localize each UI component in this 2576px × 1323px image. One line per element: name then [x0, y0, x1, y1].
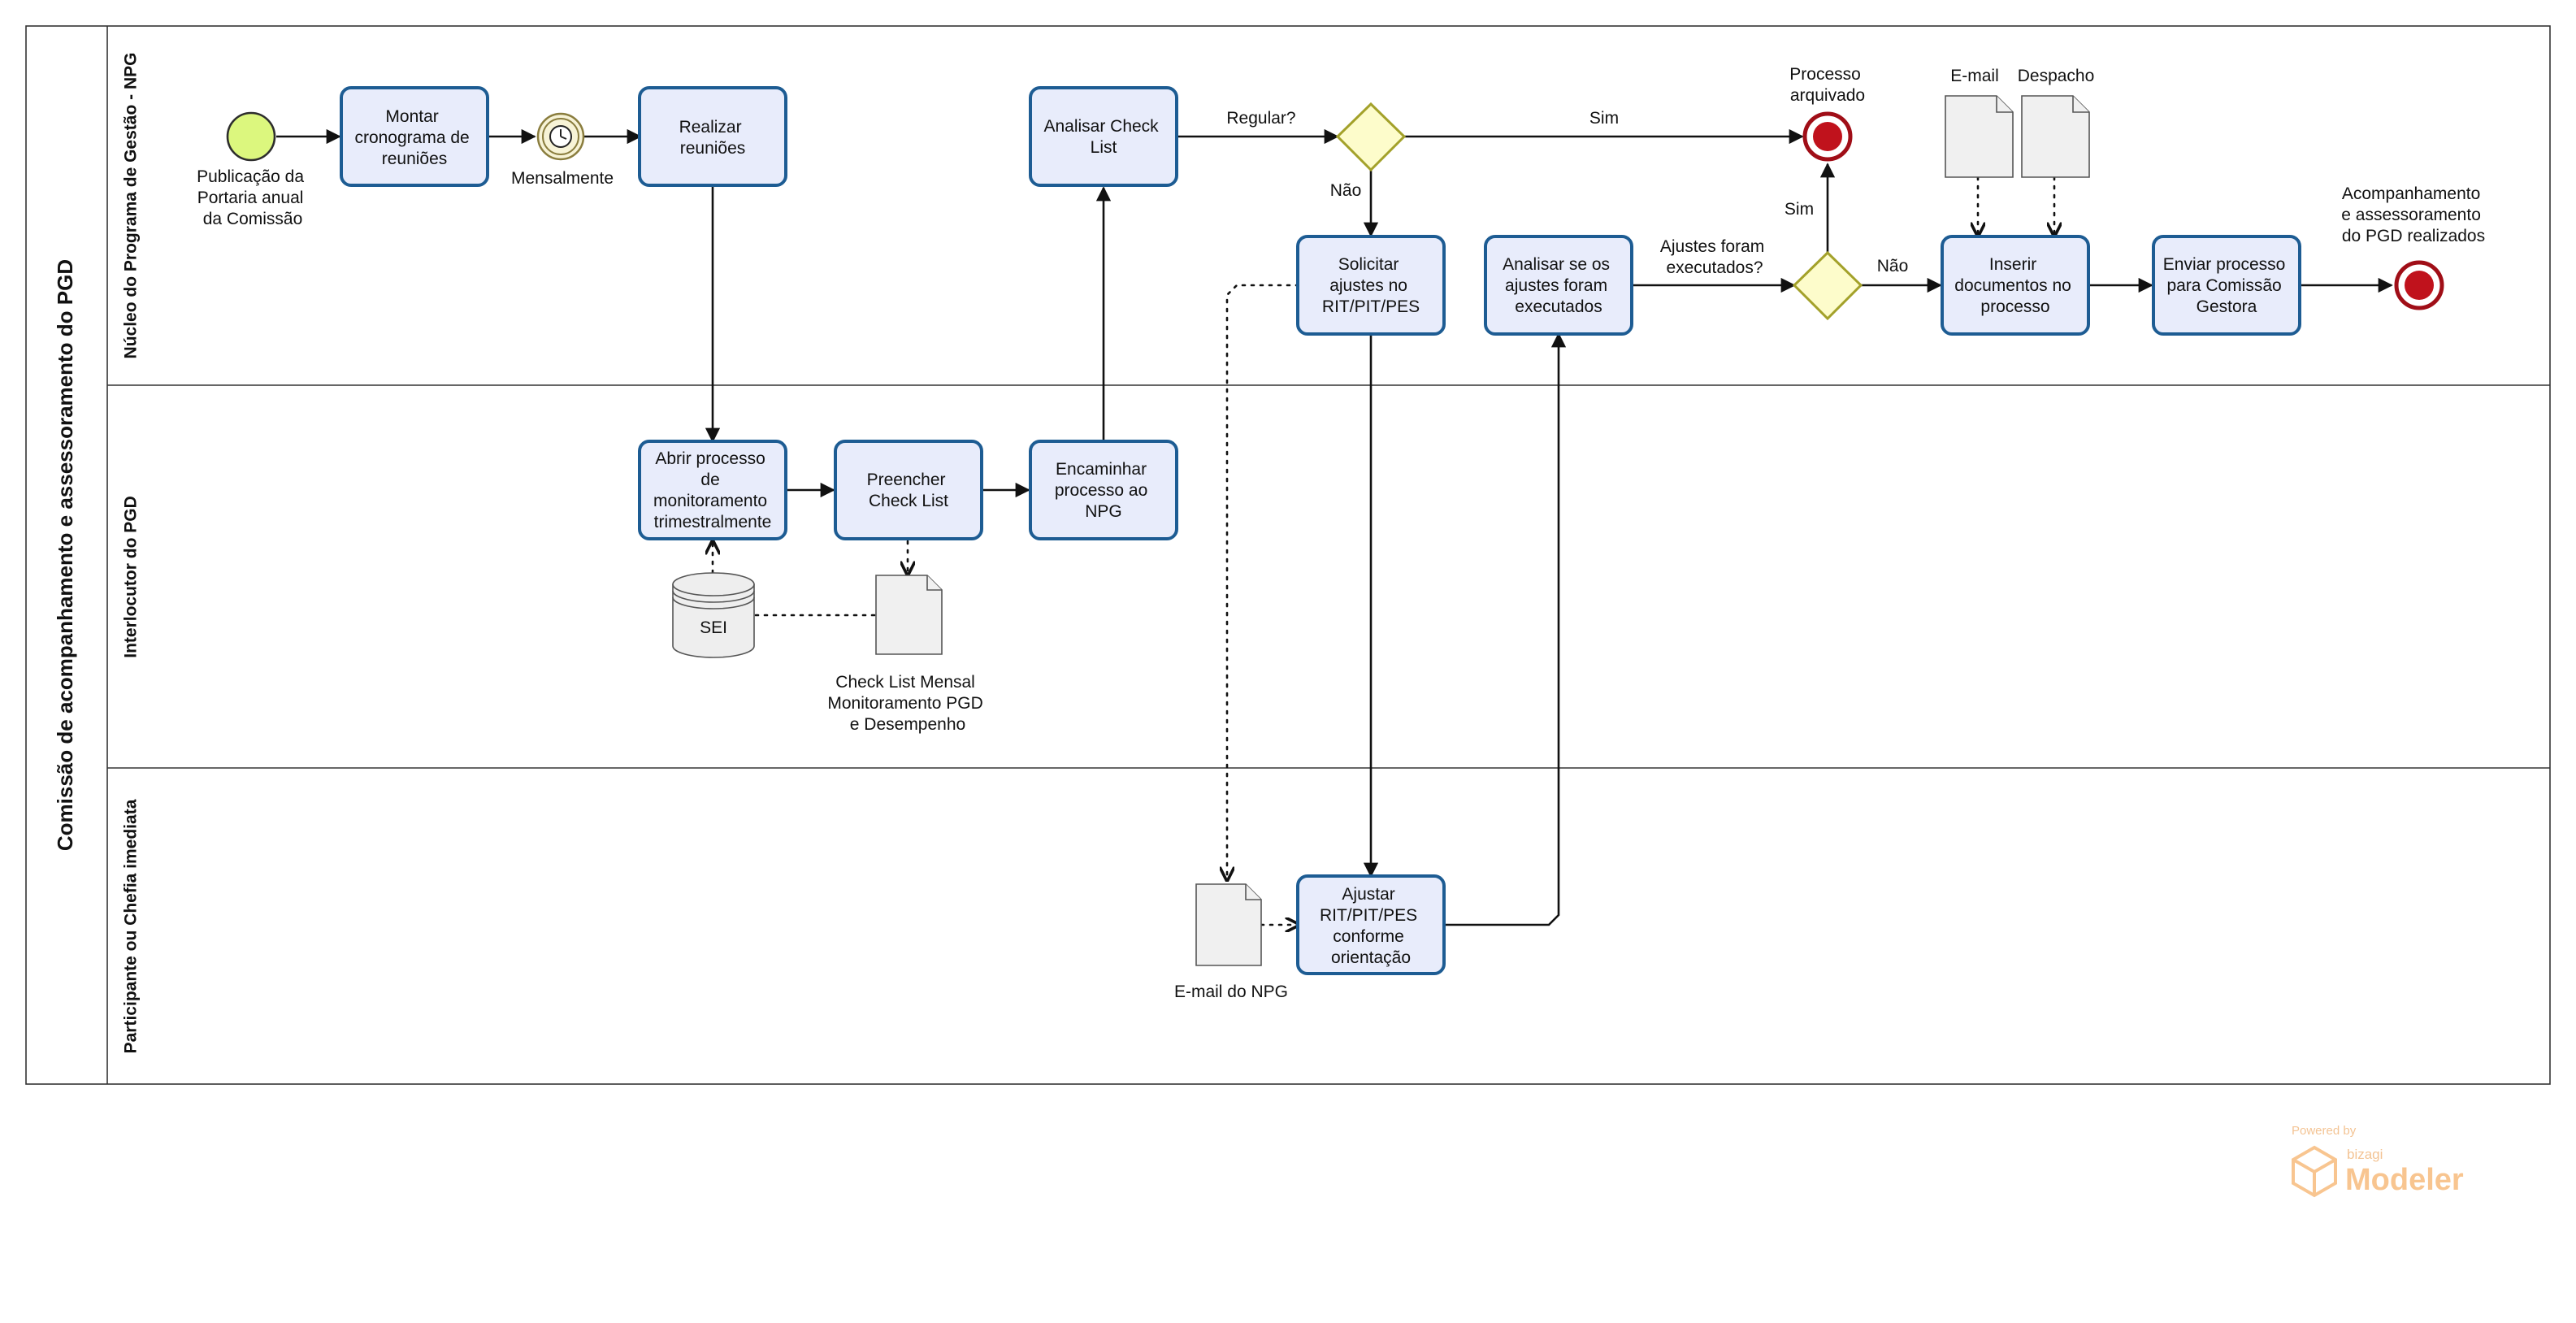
task-label: Ajustar RIT/PIT/PES conforme orientação — [1320, 885, 1422, 967]
task-label: Solicitar ajustes no RIT/PIT/PES — [1322, 255, 1420, 316]
task-label: Realizar reuniões — [679, 118, 747, 158]
start-event-label: Publicação da Portaria anual da Comissão — [197, 167, 309, 228]
sei-data-store[interactable]: SEI — [672, 572, 755, 658]
watermark-brand: bizagi — [2347, 1147, 2383, 1162]
watermark-product: Modeler — [2345, 1163, 2464, 1197]
email-document-label: E-mail — [1950, 67, 1999, 85]
start-event[interactable]: Publicação da Portaria anual da Comissão — [197, 111, 309, 228]
task-abrir-processo[interactable]: Abrir processo de monitoramento trimestr… — [638, 440, 787, 540]
email-document[interactable]: E-mail — [1945, 67, 2014, 178]
end-event-archived-label: Processo arquivado — [1789, 65, 1865, 105]
lane-title-npg: Núcleo do Programa de Gestão - NPG — [122, 53, 141, 359]
sei-data-store-label: SEI — [700, 618, 727, 637]
task-label: Preencher Check List — [867, 471, 951, 510]
gateway-regular-question: Regular? — [1226, 109, 1295, 128]
task-analisar-ajustes[interactable]: Analisar se os ajustes foram executados — [1484, 235, 1633, 336]
lane-title-participante: Participante ou Chefia imediata — [122, 799, 141, 1053]
flow-labels: Sim Não Sim Não — [1330, 109, 1909, 275]
task-label: Abrir processo de monitoramento trimestr… — [653, 449, 772, 531]
flow-label-sim-top: Sim — [1589, 109, 1619, 128]
task-label: Analisar Check List — [1043, 117, 1163, 157]
task-realizar-reunioes[interactable]: Realizar reuniões — [638, 86, 787, 187]
timer-event-label: Mensalmente — [511, 169, 614, 188]
timer-event[interactable]: Mensalmente — [511, 112, 614, 188]
gateway-regular[interactable]: Regular? — [1226, 102, 1407, 172]
checklist-document-label: Check List Mensal Monitoramento PGD e De… — [827, 673, 987, 734]
end-event-final[interactable]: Acompanhamento e assessoramento do PGD r… — [2341, 184, 2485, 310]
flow-label-nao-regular: Não — [1330, 181, 1362, 200]
lane-participante: Participante ou Chefia imediata — [122, 799, 141, 1053]
task-ajustar-rit-pit-pes[interactable]: Ajustar RIT/PIT/PES conforme orientação — [1296, 874, 1446, 975]
task-inserir-documentos[interactable]: Inserir documentos no processo — [1941, 235, 2090, 336]
task-label: Enviar processo para Comissão Gestora — [2163, 255, 2290, 316]
task-montar-cronograma[interactable]: Montar cronograma de reuniões — [340, 86, 489, 187]
task-label: Inserir documentos no processo — [1954, 255, 2075, 316]
task-enviar-processo[interactable]: Enviar processo para Comissão Gestora — [2152, 235, 2301, 336]
pool: Comissão de acompanhamento e assessorame… — [25, 25, 2551, 1085]
watermark-powered: Powered by — [2292, 1124, 2357, 1138]
despacho-document-label: Despacho — [2018, 67, 2095, 85]
email-npg-document-label: E-mail do NPG — [1174, 982, 1288, 1001]
flow-label-sim-ajustes: Sim — [1785, 200, 1814, 219]
clock-icon — [549, 125, 572, 148]
lane-interlocutor: Interlocutor do PGD — [122, 496, 141, 658]
email-npg-document[interactable]: E-mail do NPG — [1174, 883, 1288, 1001]
gateway-ajustes-question: Ajustes foram executados? — [1660, 237, 1769, 277]
task-encaminhar-processo[interactable]: Encaminhar processo ao NPG — [1029, 440, 1178, 540]
task-solicitar-ajustes[interactable]: Solicitar ajustes no RIT/PIT/PES — [1296, 235, 1446, 336]
gateway-ajustes[interactable]: Ajustes foram executados? — [1660, 237, 1863, 321]
despacho-document[interactable]: Despacho — [2018, 67, 2095, 178]
end-event-final-label: Acompanhamento e assessoramento do PGD r… — [2341, 184, 2485, 245]
task-label: Analisar se os ajustes foram executados — [1503, 255, 1615, 316]
flow-label-nao-ajustes: Não — [1877, 257, 1909, 275]
lane-title-interlocutor: Interlocutor do PGD — [122, 496, 141, 658]
lane-npg: Núcleo do Programa de Gestão - NPG — [122, 53, 141, 359]
associations — [713, 176, 2054, 925]
task-label: Montar cronograma de reuniões — [354, 107, 474, 168]
end-event-archived[interactable]: Processo arquivado — [1789, 65, 1865, 162]
bizagi-watermark: Powered by bizagi Modeler — [2292, 1124, 2464, 1198]
pool-title: Comissão de acompanhamento e assessorame… — [53, 259, 77, 851]
task-label: Encaminhar processo ao NPG — [1055, 460, 1152, 521]
bizagi-logo-icon — [2292, 1145, 2337, 1198]
sequence-flows — [276, 128, 2393, 926]
checklist-document[interactable]: Check List Mensal Monitoramento PGD e De… — [827, 575, 987, 734]
task-analisar-check-list[interactable]: Analisar Check List — [1029, 86, 1178, 187]
task-preencher-check-list[interactable]: Preencher Check List — [834, 440, 983, 540]
